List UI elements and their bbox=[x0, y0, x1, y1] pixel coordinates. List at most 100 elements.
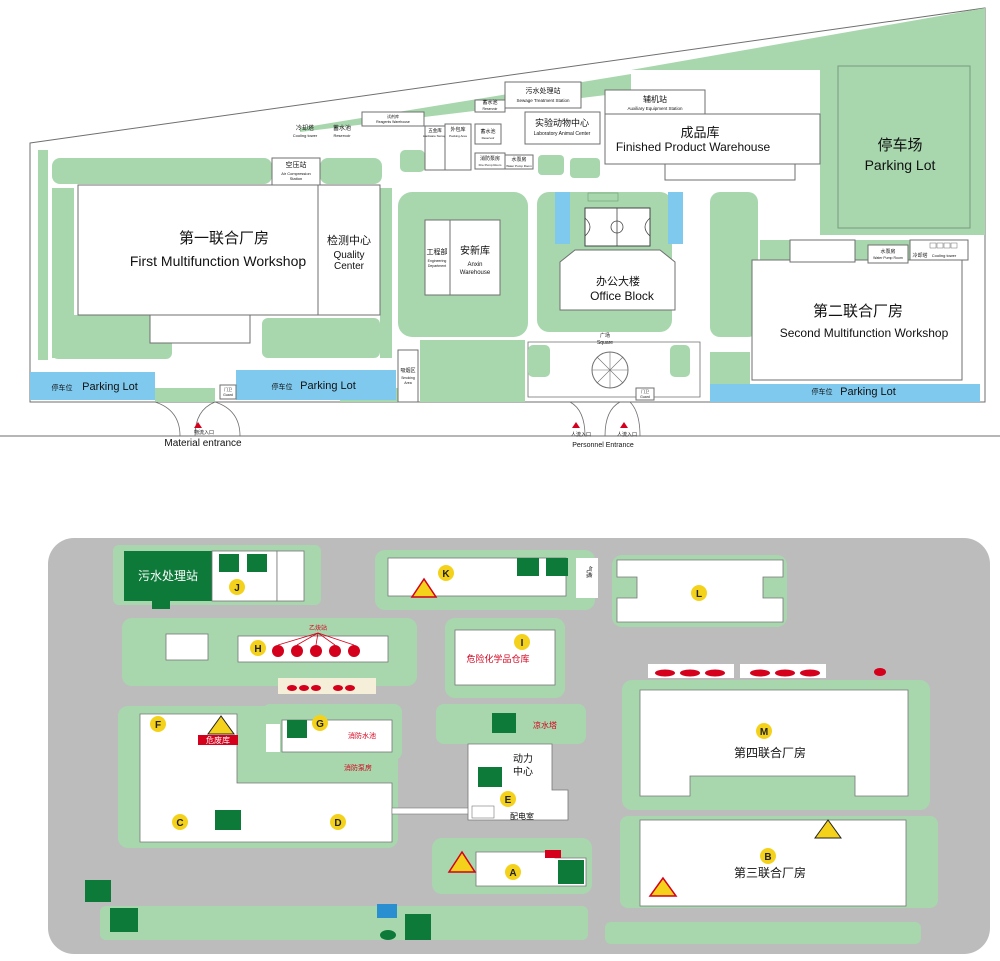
reservoir-mid-en: Reservoir bbox=[483, 107, 499, 111]
water-pump-right-cn: 水泵房 bbox=[880, 248, 895, 255]
personnel-gate-curves bbox=[569, 401, 641, 437]
distribution-room-box bbox=[471, 805, 495, 819]
sign-cooling bbox=[492, 713, 516, 733]
marker-letter: I bbox=[521, 638, 524, 649]
marker-d: D bbox=[330, 814, 346, 830]
marker-a: A bbox=[505, 864, 521, 880]
auxiliary-en: Auxiliary Equipment Station bbox=[627, 106, 683, 111]
fourth-workshop-label: 第四联合厂房 bbox=[734, 745, 806, 760]
guard-left bbox=[219, 384, 237, 400]
hazardous-waste-bg bbox=[198, 735, 238, 745]
cooling-tower-label: 凉水塔 bbox=[533, 720, 557, 730]
quality-center-en2: Center bbox=[334, 261, 365, 272]
sign-k-2 bbox=[546, 558, 568, 576]
animal-center-en: Laboratory Animal Center bbox=[534, 131, 591, 137]
sign-bottom-mid bbox=[405, 914, 431, 940]
court-arcs bbox=[584, 217, 651, 237]
green-small-3 bbox=[570, 158, 600, 178]
vertical-sign-k bbox=[576, 558, 598, 598]
building-fcd bbox=[139, 713, 393, 843]
marker-h: H bbox=[250, 640, 266, 656]
auxiliary-station bbox=[604, 89, 706, 115]
strip-m-dots bbox=[655, 668, 886, 677]
marker-letter: B bbox=[764, 852, 771, 863]
cylinder-4 bbox=[329, 645, 341, 657]
guard-left-en: Guard bbox=[223, 393, 233, 397]
reservoir-small-en: Reservoir bbox=[482, 136, 495, 140]
green-block-a bbox=[52, 158, 272, 184]
water-pump-en: Water Pump Room bbox=[506, 164, 532, 168]
marker-f: F bbox=[150, 716, 166, 732]
water-pump-top bbox=[504, 154, 534, 170]
guard-right-cn: 门卫 bbox=[641, 388, 649, 394]
reagent-warehouse-cn: 试剂库 bbox=[387, 113, 399, 119]
water-feature-left bbox=[555, 192, 570, 244]
marker-letter: K bbox=[442, 569, 450, 580]
sign-a bbox=[558, 860, 584, 884]
bottom-site-plan: 污水处理站 气瓶 乙炔站 bbox=[48, 538, 990, 954]
a-red-block bbox=[545, 850, 561, 858]
hazard-a-icon bbox=[447, 850, 477, 873]
material-entrance-en: Material entrance bbox=[164, 438, 242, 449]
marker-l: L bbox=[691, 585, 707, 601]
parking-lot-area bbox=[837, 65, 971, 229]
quality-center bbox=[317, 184, 381, 316]
hazard-b-icon-1 bbox=[814, 819, 842, 839]
quality-center-cn: 检测中心 bbox=[327, 233, 371, 247]
building-m bbox=[639, 689, 909, 797]
cooling-tower-left-en: Cooling tower bbox=[293, 133, 318, 138]
court-circle bbox=[610, 220, 624, 234]
engineering-dept bbox=[424, 219, 451, 296]
green-left-edge bbox=[38, 150, 48, 360]
top-site-plan: 第一联合厂房 First Multifunction Workshop 检测中心… bbox=[0, 7, 1000, 449]
green-square-right bbox=[670, 345, 690, 377]
parking-left-cn: 停车位 bbox=[52, 383, 73, 392]
green-right-small bbox=[710, 192, 758, 337]
marker-letter: D bbox=[334, 818, 341, 829]
air-compression-en2: Station bbox=[290, 176, 302, 181]
sign-j-1 bbox=[219, 554, 239, 572]
fire-pool-label: 消防水池 bbox=[348, 731, 376, 740]
parking-right-en: Parking Lot bbox=[840, 386, 896, 398]
green-bottom-mid bbox=[420, 340, 525, 402]
marker-m: M bbox=[756, 723, 772, 739]
engineering-en1: Engineering bbox=[428, 259, 447, 263]
sewage-station-label: 污水处理站 bbox=[138, 569, 198, 583]
reagent-warehouse-en: Reagents Warehouse bbox=[376, 120, 410, 124]
first-workshop-en: First Multifunction Workshop bbox=[130, 253, 307, 269]
sign-j-2 bbox=[247, 554, 267, 572]
sewage-cn: 污水处理站 bbox=[526, 86, 561, 95]
personnel-entrance-en: Personnel Entrance bbox=[572, 442, 634, 449]
building-h-small bbox=[165, 633, 209, 661]
cooling-tower-left-cn: 冷却塔 bbox=[296, 124, 314, 132]
personnel-entrance-arrow bbox=[572, 422, 580, 428]
sewage-station-top bbox=[504, 81, 582, 109]
cooling-tower-right-cn: 冷却塔 bbox=[912, 252, 927, 259]
anxin-en2: Warehouse bbox=[460, 270, 491, 276]
green-small-2 bbox=[538, 155, 564, 175]
sign-g bbox=[287, 720, 307, 738]
reservoir-small bbox=[474, 123, 502, 145]
fire-pump-room-label: 消防泵房 bbox=[344, 763, 372, 772]
building-i bbox=[454, 629, 556, 686]
second-workshop-en: Second Multifunction Workshop bbox=[780, 326, 949, 340]
personnel-entrance-cn: 人流入口 bbox=[571, 431, 591, 438]
third-workshop-label: 第三联合厂房 bbox=[734, 865, 806, 880]
marker-letter: H bbox=[254, 644, 261, 655]
reservoir-mid bbox=[474, 99, 506, 113]
reservoir-mid-cn: 蓄水池 bbox=[482, 99, 497, 106]
reservoir-left-en: Reservoir bbox=[333, 133, 351, 138]
second-workshop-cn: 第二联合厂房 bbox=[813, 302, 903, 320]
smoking-en1: Smoking bbox=[401, 376, 415, 380]
animal-center bbox=[524, 111, 601, 145]
auxiliary-cn: 辅机站 bbox=[643, 94, 667, 104]
sign-bottom-left-2 bbox=[110, 908, 138, 932]
first-workshop bbox=[77, 184, 319, 316]
parking-mid-en: Parking Lot bbox=[300, 380, 356, 392]
cylinder-5 bbox=[348, 645, 360, 657]
fountain-spokes bbox=[592, 352, 628, 388]
packing-area bbox=[444, 123, 472, 171]
engineering-cn: 工程部 bbox=[427, 247, 448, 256]
quality-center-en1: Quality bbox=[333, 250, 364, 261]
